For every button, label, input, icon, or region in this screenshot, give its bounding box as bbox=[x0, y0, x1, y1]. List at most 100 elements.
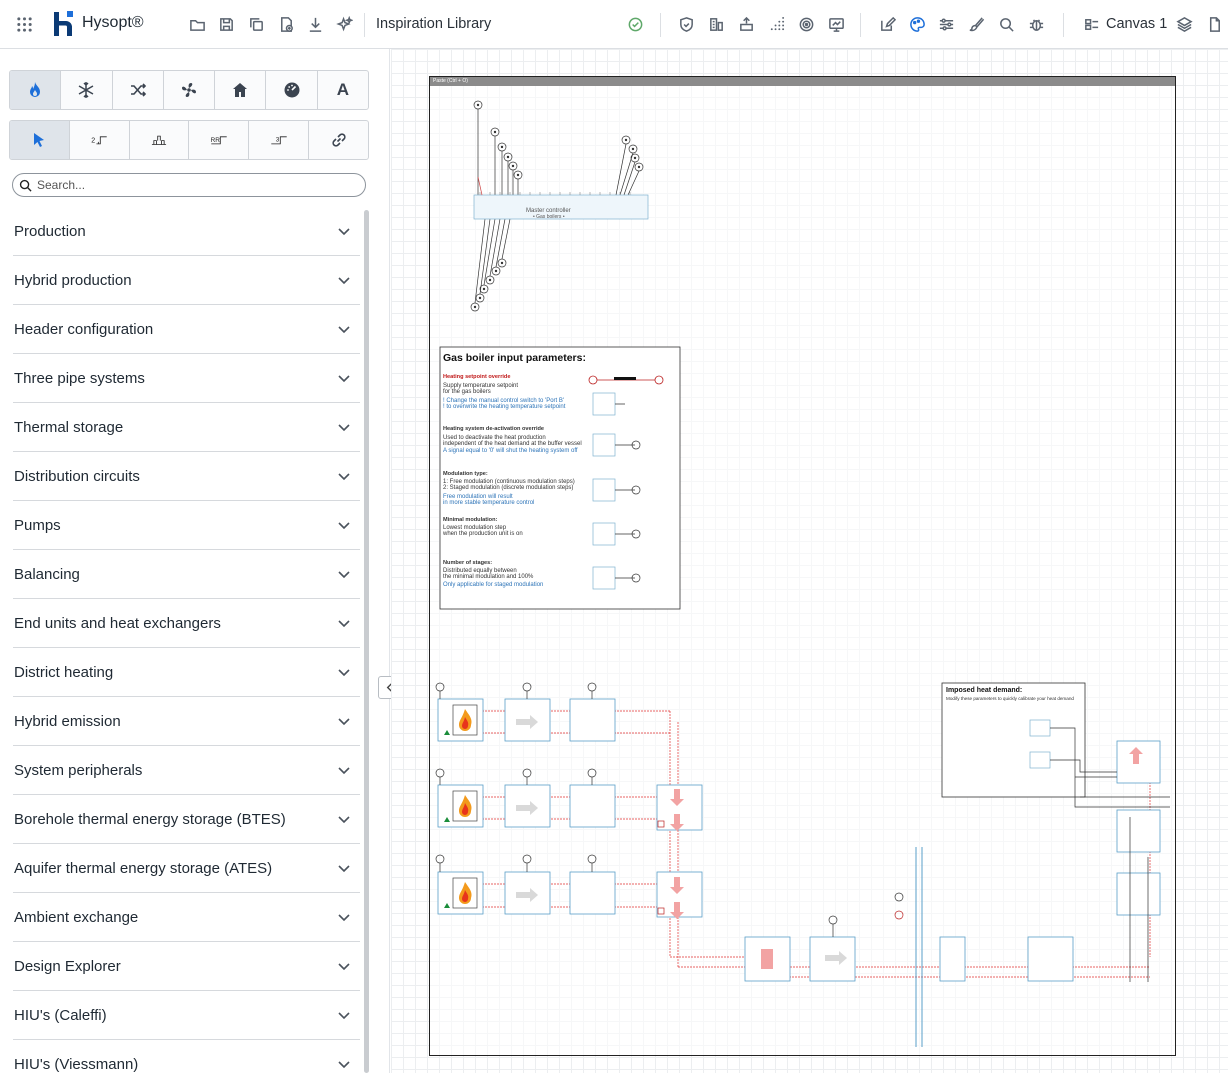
three-pipe-tool[interactable]: 3 bbox=[249, 121, 310, 159]
sparkle-icon[interactable] bbox=[333, 13, 355, 35]
accordion-distribution-circuits[interactable]: Distribution circuits bbox=[13, 452, 360, 501]
accordion-hybrid-emission[interactable]: Hybrid emission bbox=[13, 697, 360, 746]
accordion-label: Header configuration bbox=[14, 320, 154, 338]
chevron-down-icon bbox=[338, 571, 350, 579]
accordion-hiu-viessmann[interactable]: HIU's (Viessmann) bbox=[13, 1040, 360, 1089]
accordion-balancing[interactable]: Balancing bbox=[13, 550, 360, 599]
grid-dots-icon[interactable] bbox=[765, 13, 787, 35]
shuffle-icon[interactable] bbox=[113, 71, 164, 109]
pointer-icon[interactable] bbox=[10, 121, 70, 159]
check-circle-icon[interactable] bbox=[624, 13, 646, 35]
param-note: Free modulation will result bbox=[443, 494, 513, 500]
sidebar-scrollbar[interactable] bbox=[364, 210, 369, 1073]
fan-icon[interactable] bbox=[164, 71, 216, 109]
library-title[interactable]: Inspiration Library bbox=[376, 16, 492, 32]
shield-icon[interactable] bbox=[675, 13, 697, 35]
hysopt-logo-icon[interactable] bbox=[52, 10, 76, 38]
chevron-down-icon bbox=[338, 522, 350, 530]
accordion-label: Distribution circuits bbox=[14, 467, 140, 485]
svg-text:2: 2 bbox=[92, 138, 96, 145]
download-icon[interactable] bbox=[304, 13, 326, 35]
accordion-hybrid-production[interactable]: Hybrid production bbox=[13, 256, 360, 305]
param-heading: Number of stages: bbox=[443, 560, 493, 566]
copy-icon[interactable] bbox=[245, 13, 267, 35]
search-box[interactable] bbox=[12, 173, 366, 197]
app-grid-icon[interactable] bbox=[13, 13, 35, 35]
chevron-down-icon bbox=[338, 620, 350, 628]
open-folder-icon[interactable] bbox=[186, 13, 208, 35]
accordion-label: System peripherals bbox=[14, 761, 143, 779]
accordion-label: Three pipe systems bbox=[14, 369, 145, 387]
sliders-icon[interactable] bbox=[935, 13, 957, 35]
link-icon[interactable] bbox=[309, 121, 368, 159]
accordion-system-peripherals[interactable]: System peripherals bbox=[13, 746, 360, 795]
monitor-icon[interactable] bbox=[825, 13, 847, 35]
param-note: ! to overwrite the heating temperature s… bbox=[443, 404, 566, 410]
canvas-icon[interactable] bbox=[1080, 13, 1102, 35]
rr-tool[interactable]: RR bbox=[189, 121, 250, 159]
svg-text:RR: RR bbox=[211, 137, 221, 144]
accordion-label: Borehole thermal energy storage (BTES) bbox=[14, 810, 286, 828]
flame-icon[interactable] bbox=[10, 71, 62, 109]
accordion-design-explorer[interactable]: Design Explorer bbox=[13, 942, 360, 991]
param-note: Only applicable for staged modulation bbox=[443, 582, 544, 588]
chevron-down-icon bbox=[338, 1012, 350, 1020]
accordion-end-units[interactable]: End units and heat exchangers bbox=[13, 599, 360, 648]
two-pipe-tool[interactable]: 2 bbox=[70, 121, 130, 159]
drawing-tools: 2 RR 3 bbox=[9, 120, 369, 160]
toolbar-divider bbox=[860, 13, 861, 37]
accordion-header-configuration[interactable]: Header configuration bbox=[13, 305, 360, 354]
accordion-ates[interactable]: Aquifer thermal energy storage (ATES) bbox=[13, 844, 360, 893]
new-file-icon[interactable] bbox=[275, 13, 297, 35]
accordion-hiu-caleffi[interactable]: HIU's (Caleffi) bbox=[13, 991, 360, 1040]
chevron-down-icon bbox=[338, 277, 350, 285]
chevron-down-icon bbox=[338, 669, 350, 677]
accordion-label: Thermal storage bbox=[14, 418, 124, 436]
pipe-icon[interactable] bbox=[130, 121, 190, 159]
accordion-label: Hybrid emission bbox=[14, 712, 121, 730]
toolbar-divider bbox=[660, 13, 661, 37]
component-accordion: Production Hybrid production Header conf… bbox=[0, 207, 360, 1089]
accordion-three-pipe-systems[interactable]: Three pipe systems bbox=[13, 354, 360, 403]
export-icon[interactable] bbox=[735, 13, 757, 35]
param-text: Lowest modulation step bbox=[443, 525, 507, 531]
layers-icon[interactable] bbox=[1173, 13, 1195, 35]
accordion-pumps[interactable]: Pumps bbox=[13, 501, 360, 550]
param-text: Used to deactivate the heat production bbox=[443, 435, 546, 441]
chevron-down-icon bbox=[338, 1061, 350, 1069]
chevron-left-icon bbox=[386, 683, 392, 692]
bug-icon[interactable] bbox=[1025, 13, 1047, 35]
target-icon[interactable] bbox=[795, 13, 817, 35]
chevron-down-icon bbox=[338, 326, 350, 334]
snowflake-icon[interactable] bbox=[61, 71, 113, 109]
schematic-sheet[interactable]: Paste (Ctrl + O) bbox=[429, 76, 1176, 1056]
param-heading: Modulation type: bbox=[443, 471, 488, 477]
text-tool-label[interactable]: A bbox=[336, 80, 349, 99]
drawing-canvas[interactable]: Paste (Ctrl + O) bbox=[391, 49, 1228, 1073]
component-sidebar bbox=[0, 49, 390, 1073]
gauge-icon[interactable] bbox=[266, 71, 318, 109]
accordion-btes[interactable]: Borehole thermal energy storage (BTES) bbox=[13, 795, 360, 844]
param-note: ! Change the manual control switch to 'P… bbox=[443, 398, 565, 404]
save-icon[interactable] bbox=[215, 13, 237, 35]
heat-demand-panel-title: Imposed heat demand: bbox=[946, 687, 1023, 694]
param-text: when the production unit is on bbox=[443, 531, 523, 537]
toolbar-divider bbox=[1063, 13, 1064, 37]
search-input[interactable] bbox=[37, 178, 337, 192]
building-icon[interactable] bbox=[705, 13, 727, 35]
edit-icon[interactable] bbox=[876, 13, 898, 35]
zoom-icon[interactable] bbox=[995, 13, 1017, 35]
home-icon[interactable] bbox=[215, 71, 267, 109]
file-icon[interactable] bbox=[1203, 13, 1225, 35]
palette-icon[interactable] bbox=[906, 13, 928, 35]
brush-icon[interactable] bbox=[965, 13, 987, 35]
accordion-district-heating[interactable]: District heating bbox=[13, 648, 360, 697]
chevron-down-icon bbox=[338, 424, 350, 432]
param-text: 1: Free modulation (continuous modulatio… bbox=[443, 479, 575, 485]
accordion-thermal-storage[interactable]: Thermal storage bbox=[13, 403, 360, 452]
accordion-production[interactable]: Production bbox=[13, 207, 360, 256]
canvas-selector[interactable]: Canvas 1 bbox=[1106, 16, 1168, 32]
search-icon bbox=[19, 179, 32, 192]
accordion-ambient-exchange[interactable]: Ambient exchange bbox=[13, 893, 360, 942]
top-toolbar: Hysopt® Inspiration Library Canvas 1 bbox=[0, 0, 1228, 49]
